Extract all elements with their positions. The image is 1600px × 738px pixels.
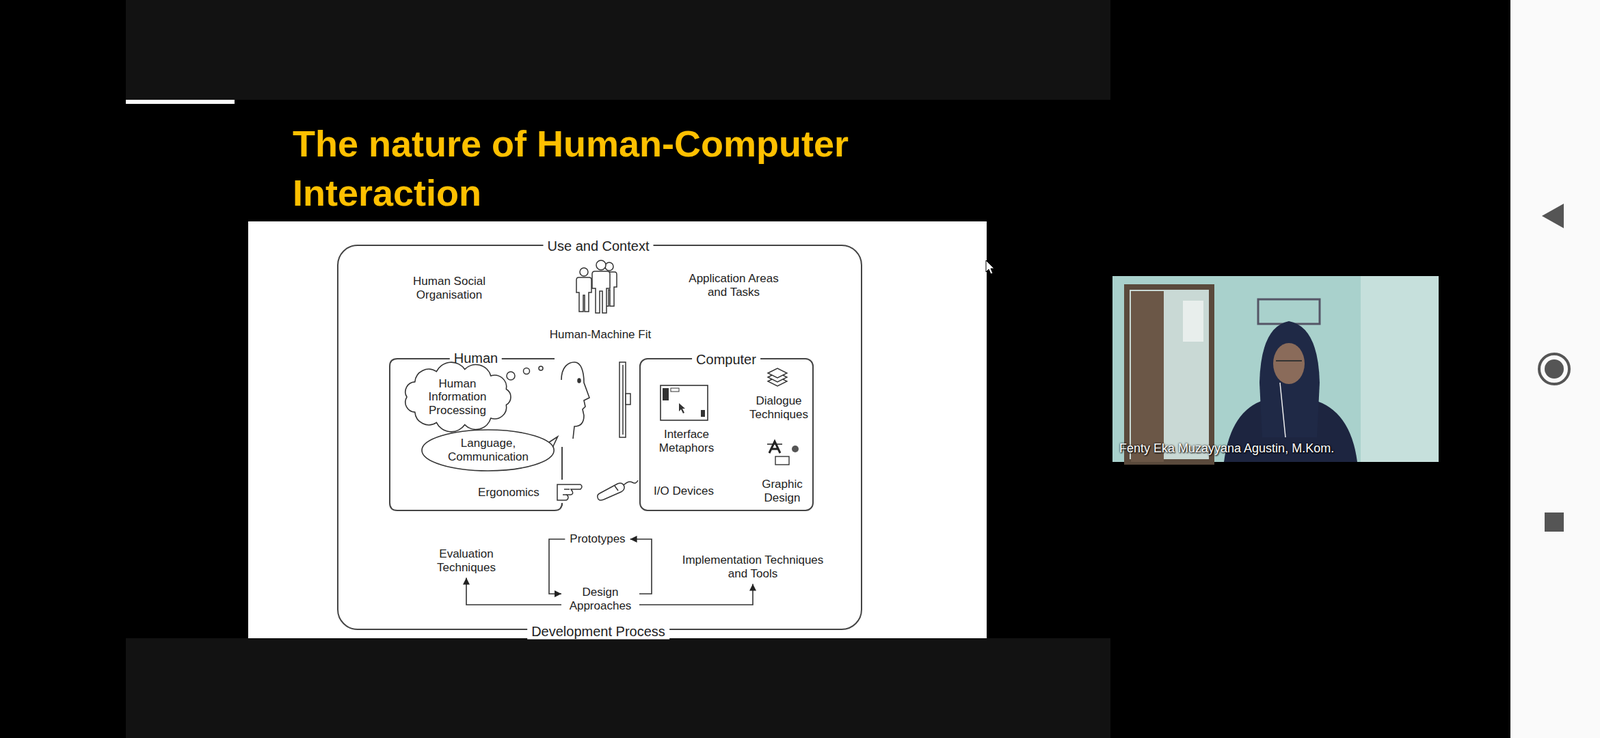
context-frame: Use and ContextDevelopment ProcessHumanE… [337, 244, 863, 631]
label-text: Design Approaches [566, 585, 635, 613]
label-text: I/O Devices [653, 484, 714, 499]
label-text: Ergonomics [477, 486, 540, 500]
context-label: Application Areas and Tasks [682, 272, 785, 299]
cycle-arrow [466, 578, 562, 606]
monitor-side [619, 362, 631, 438]
back-icon [1541, 203, 1564, 229]
people-icon [576, 260, 617, 314]
computer-box: ComputerInterface MetaphorsDialogue Tech… [639, 358, 814, 512]
cycle-arrow [630, 539, 652, 595]
context-label: Human-Machine Fit [549, 328, 651, 342]
label-text: Language, Communication [441, 436, 535, 464]
label-text: Use and Context [543, 238, 654, 255]
progress-bar [125, 99, 235, 104]
human-box: HumanErgonomicsHuman Information Process… [389, 358, 563, 512]
speech-ellipse: Language, Communication [420, 428, 556, 473]
label-text: Human Information Processing [419, 377, 496, 418]
label-text: Development Process [527, 624, 670, 640]
label-text: Computer [691, 352, 761, 368]
mouse-icon [597, 480, 638, 501]
bottom-band [125, 638, 1111, 738]
process-label: Design Approaches [561, 582, 640, 617]
label-text: Evaluation Techniques [432, 547, 501, 575]
process-label: Implementation Techniques and Tools [674, 550, 832, 584]
label-text: Prototypes [569, 532, 625, 547]
label-text: Dialogue Techniques [744, 394, 813, 422]
context-label: Human Social Organisation [407, 274, 491, 302]
hci-illustration [248, 221, 987, 639]
cycle-arrow [549, 539, 565, 595]
thought-cloud: Human Information Processing [402, 364, 513, 431]
thought-bubbles [506, 366, 543, 381]
webcam-thumbnail [1112, 276, 1439, 463]
slide-figure: Use and ContextDevelopment Process HumanE… [248, 221, 987, 639]
cycle-arrow [639, 584, 753, 606]
process-label: Evaluation Techniques [427, 544, 506, 578]
slide-title: The nature of Human-Computer Interaction [292, 118, 1011, 218]
top-band [125, 0, 1111, 100]
process-label: Prototypes [564, 529, 630, 550]
home-icon [1539, 354, 1570, 385]
pointing-hand [557, 484, 582, 501]
label-text: Interface Metaphors [654, 428, 720, 455]
label-text: Implementation Techniques and Tools [679, 553, 827, 581]
face-profile [561, 362, 590, 439]
connector-layer [248, 221, 987, 639]
mouse-cursor [985, 259, 997, 277]
participant-name: Fenty Eka Muzayyana Agustin, M.Kom. [1119, 441, 1335, 457]
dialogue-stack-icon [767, 368, 788, 387]
interface-window-icon [660, 385, 708, 421]
graphic-design-icon [767, 441, 799, 465]
label-text: Graphic Design [754, 477, 810, 505]
recent-icon [1544, 512, 1564, 532]
side-panel [1510, 0, 1600, 738]
